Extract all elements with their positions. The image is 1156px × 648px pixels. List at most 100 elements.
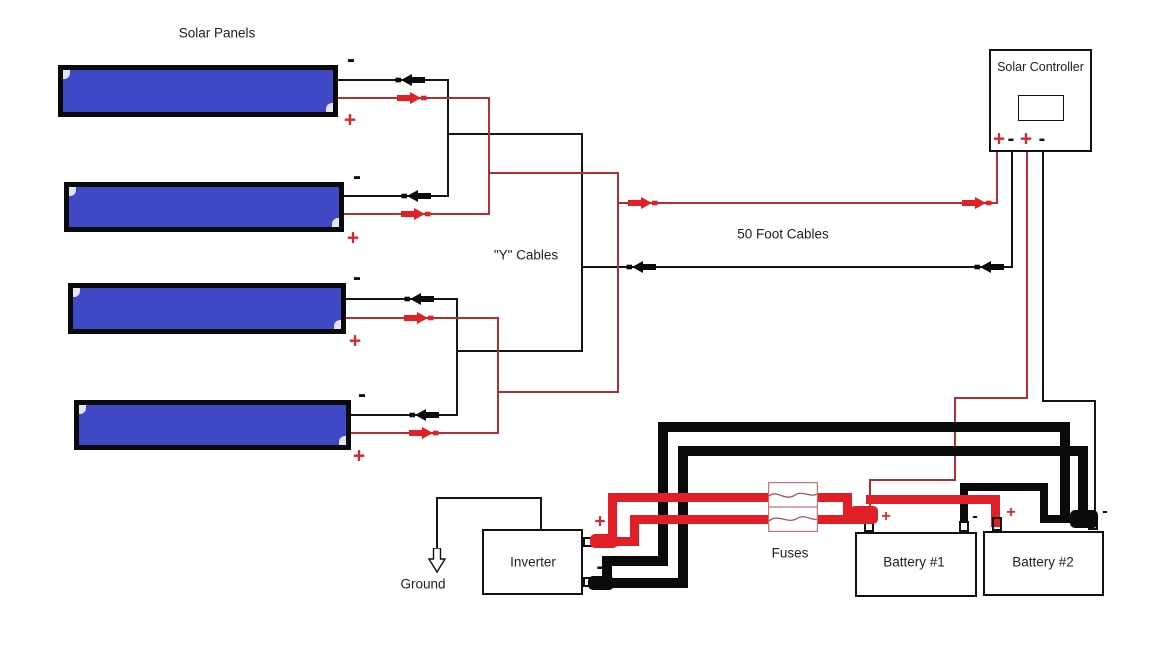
solar-panel-1 [58, 65, 338, 117]
controller-battery-negative-v1 [1042, 151, 1044, 402]
ground-wire-vertical [436, 497, 438, 550]
solar-panel-2 [64, 182, 344, 232]
mc4-connector-positive-icon [404, 312, 434, 324]
inverter-negative-cableB-v2 [1078, 446, 1088, 522]
mc4-connector-negative-icon [974, 261, 1004, 273]
solar-controller-box: Solar Controller [989, 49, 1092, 152]
mc4-connector-positive-icon [628, 197, 658, 209]
controller-pv-negative-drop [1011, 151, 1013, 268]
controller-battery-negative-v2 [1094, 400, 1096, 518]
ycable-positive-vertical-2 [497, 317, 499, 434]
panel1-plus-label: + [343, 108, 357, 132]
mc4-connector-negative-icon [409, 409, 439, 421]
ycable-positive-branch-1 [488, 172, 619, 174]
ycable-positive-branch-2 [497, 391, 619, 393]
fuses-label: Fuses [771, 545, 809, 561]
fifty-foot-negative-cable [581, 266, 1013, 268]
battery-interconnect-negative-v1 [960, 487, 968, 523]
mc4-connector-negative-icon [401, 190, 431, 202]
controller-battery-positive-h2 [869, 479, 956, 481]
battery1-minus-label: - [972, 506, 978, 526]
controller-terminal-bat-minus: - [1038, 128, 1046, 150]
battery2-box [983, 531, 1104, 596]
inverter-negative-cableA-v0 [602, 556, 612, 584]
mc4-connector-positive-icon [409, 427, 439, 439]
solar-panels-title: Solar Panels [178, 25, 256, 41]
inverter-positive-cableB-h0 [597, 537, 639, 546]
solar-panel-4 [74, 400, 351, 450]
ground-wire-vertical-inverter [540, 497, 542, 530]
inverter-negative-cableA-h2 [658, 422, 1070, 432]
inverter-positive-cableB-v [630, 515, 639, 546]
controller-terminal-bat-plus: + [1019, 127, 1033, 151]
battery1-box [855, 532, 977, 597]
battery-positive-jumper-v [991, 495, 1000, 527]
ycable-positive-vertical-1 [488, 97, 490, 215]
panel3-minus-label: - [353, 264, 361, 291]
panel2-plus-label: + [346, 226, 360, 250]
controller-battery-positive-v1 [1026, 151, 1028, 399]
panel2-negative-wire [344, 195, 448, 197]
panel3-plus-label: + [348, 329, 362, 353]
fuses-symbol [768, 482, 818, 532]
controller-terminal-pv-plus: + [992, 127, 1006, 151]
battery2-plus-label: + [1006, 504, 1016, 521]
inverter-minus-label: - [596, 555, 604, 579]
inverter-negative-cableA-v2 [1060, 422, 1070, 520]
solar-controller-display [1018, 95, 1064, 121]
inverter-label: Inverter [510, 554, 556, 570]
ycable-negative-branch-1 [447, 133, 582, 135]
inverter-plus-label: + [594, 511, 606, 533]
ground-label: Ground [400, 576, 446, 592]
battery-positive-jumper-h [866, 495, 1000, 504]
panel4-negative-wire [351, 414, 457, 416]
positive-junction-lug [850, 506, 878, 524]
ground-wire-horizontal [436, 497, 542, 499]
solar-controller-title: Solar Controller [997, 60, 1084, 74]
panel3-negative-wire [346, 298, 457, 300]
controller-battery-negative-h [1042, 400, 1096, 402]
inverter-positive-cableA-v2 [843, 493, 852, 520]
ycable-positive-trunk [617, 172, 619, 393]
mc4-connector-positive-icon [401, 208, 431, 220]
mc4-connector-negative-icon [404, 293, 434, 305]
ground-symbol-icon [428, 548, 446, 574]
battery-interconnect-negative-v2 [1040, 483, 1048, 521]
battery1-label: Battery #1 [883, 554, 945, 570]
mc4-connector-positive-icon [397, 92, 427, 104]
battery-interconnect-negative-h2 [1040, 515, 1090, 523]
panel1-negative-wire [338, 79, 448, 81]
inverter-negative-cableB-h0 [598, 578, 688, 588]
inverter-positive-cableB-h [630, 515, 870, 524]
inverter-box [482, 529, 583, 595]
battery1-plus-label: + [881, 508, 891, 525]
mc4-connector-negative-icon [395, 74, 425, 86]
panel4-minus-label: - [358, 381, 366, 408]
ycable-negative-branch-2 [456, 350, 582, 352]
fifty-foot-positive-cable [617, 202, 998, 204]
mc4-connector-negative-icon [626, 261, 656, 273]
mc4-connector-positive-icon [962, 197, 992, 209]
inverter-positive-lug [590, 534, 618, 548]
battery1-negative-terminal [959, 521, 969, 532]
ycable-negative-vertical-1 [447, 79, 449, 197]
battery2-minus-label: - [1102, 501, 1108, 521]
battery2-positive-terminal [992, 517, 1002, 531]
controller-battery-positive-v2 [954, 397, 956, 481]
inverter-negative-cableA-h1 [602, 556, 668, 566]
ycable-negative-trunk [581, 133, 583, 352]
y-cables-label: "Y" Cables [493, 247, 559, 263]
controller-pv-positive-drop [996, 151, 998, 204]
inverter-positive-cableA-h [608, 493, 852, 502]
battery-interconnect-negative-h1 [960, 483, 1048, 491]
inverter-positive-cableA-v [608, 493, 617, 543]
panel2-minus-label: - [353, 163, 361, 190]
controller-terminal-pv-minus: - [1007, 128, 1015, 150]
panel1-minus-label: - [347, 46, 355, 73]
inverter-negative-lug [588, 576, 614, 590]
solar-panel-3 [68, 283, 346, 334]
panel4-plus-label: + [352, 444, 366, 468]
fifty-foot-cables-label: 50 Foot Cables [737, 226, 829, 242]
controller-battery-positive-h1 [954, 397, 1028, 399]
